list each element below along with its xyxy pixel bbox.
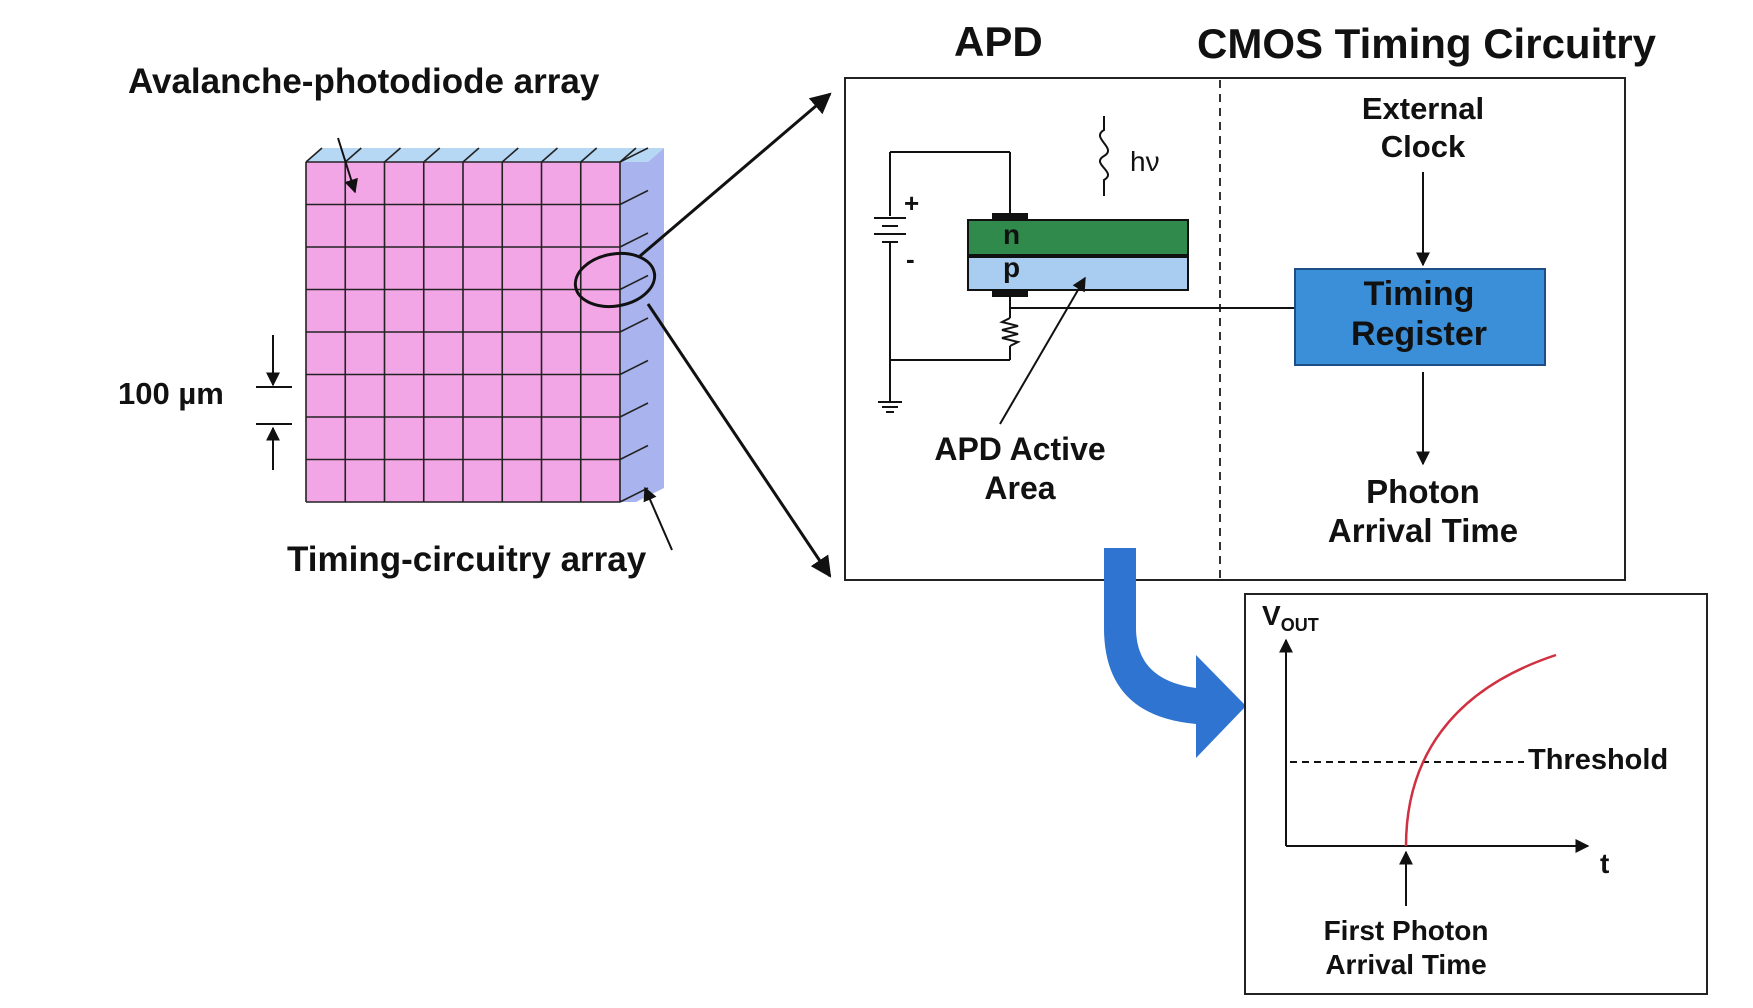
hv-label: hν: [1130, 146, 1160, 177]
grid-top-edge-line: [619, 147, 637, 163]
threshold-label: Threshold: [1528, 744, 1669, 776]
grid-top-edge-line: [540, 147, 559, 163]
timing-register: [1294, 268, 1546, 366]
timing-array-pointer: [643, 486, 673, 551]
battery-symbol: [874, 151, 1011, 360]
apd-heading: APD: [954, 18, 1043, 65]
vout-curve: [1404, 653, 1557, 847]
grid-side-edge-line: [619, 317, 649, 333]
grid-side-edge-line: [619, 274, 649, 291]
grid-top-edge-line: [305, 147, 323, 163]
zoom-ellipse: [573, 251, 657, 309]
resistor: [890, 297, 1021, 361]
grid-top-edge-line: [423, 147, 441, 163]
array-grid: [305, 147, 649, 503]
grid-top-edge-line: [344, 147, 362, 163]
array-side-face: [620, 148, 664, 502]
photon-arrival-time-label: Photon Arrival Time: [1327, 473, 1519, 549]
big-blue-arrow: [1104, 548, 1246, 758]
t-axis-label: t: [1600, 848, 1610, 879]
active-area-pointer: [999, 276, 1086, 425]
p-layer-label: p: [1003, 252, 1021, 283]
pixel-array: [305, 147, 664, 503]
grid-top-edge-line: [580, 147, 598, 163]
ground-symbol: [878, 360, 902, 413]
apd-array-pointer: [337, 137, 358, 194]
bottom-contact: [992, 289, 1028, 297]
grid-side-edge-line: [619, 232, 649, 248]
pitch-dimension: [256, 335, 292, 470]
grid-top-edge-line: [501, 147, 519, 163]
grid-top-edge-line: [462, 147, 480, 163]
battery-minus: -: [906, 244, 915, 274]
pitch-label: 100 µm: [118, 376, 224, 411]
external-clock-label: External Clock: [1361, 91, 1485, 164]
apd-active-area-label: APD Active Area: [934, 431, 1106, 506]
p-layer: [967, 255, 1189, 291]
zoom-arrow-bottom: [646, 303, 832, 578]
grid-top-edge-line: [383, 147, 402, 163]
first-photon-arrival-label: First Photon Arrival Time: [1323, 915, 1489, 980]
top-contact: [992, 213, 1028, 221]
grid-side-edge-line: [619, 189, 649, 206]
n-layer-label: n: [1003, 219, 1021, 250]
battery-plus: +: [904, 188, 920, 218]
graph-box: [1244, 593, 1708, 995]
photon-squiggle: [1099, 116, 1109, 196]
detail-box: [844, 77, 1626, 581]
grid-side-edge-line: [619, 402, 649, 418]
cmos-heading: CMOS Timing Circuitry: [1197, 20, 1656, 67]
grid-side-edge-line: [619, 444, 649, 461]
timing-array-label: Timing-circuitry array: [287, 540, 647, 579]
grid-side-edge-line: [619, 359, 649, 376]
grid-side-edge-line: [619, 487, 649, 503]
vout-label: VOUT: [1262, 600, 1319, 635]
grid-side-edge-line: [619, 147, 649, 163]
apd-array-label: Avalanche-photodiode array: [128, 62, 600, 101]
zoom-arrow-top: [639, 92, 832, 258]
n-layer: [967, 219, 1189, 257]
timing-register-label: Timing Register: [1350, 275, 1488, 353]
